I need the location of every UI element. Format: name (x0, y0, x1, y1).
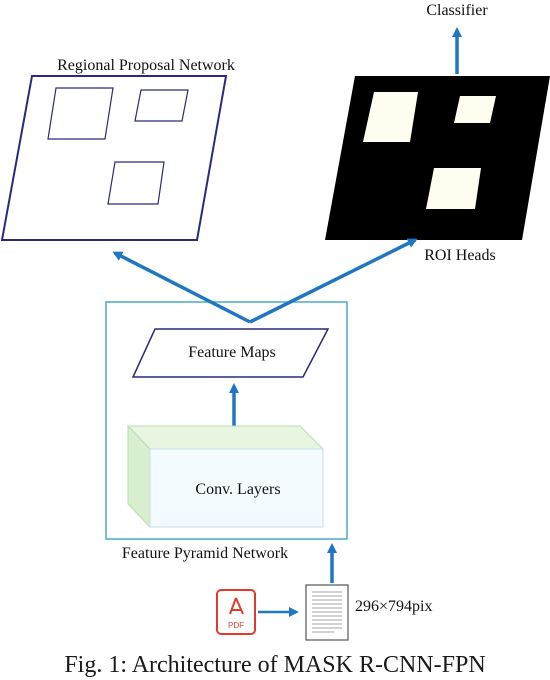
document-icon (305, 584, 349, 641)
conv-front-face (149, 448, 324, 528)
pdf-icon: PDF (216, 589, 256, 635)
conv-layers-block: Conv. Layers (126, 424, 325, 529)
feature-maps-shape (131, 328, 330, 378)
rpn-label: Regional Proposal Network (57, 57, 235, 74)
roi-box (363, 92, 418, 142)
pdf-icon-text: PDF (228, 621, 244, 630)
input-size-label: 296×794pix (355, 598, 432, 615)
feature-maps-label: Feature Maps (188, 344, 276, 361)
arrow-to-rpn (112, 251, 251, 324)
conv-layers-label: Conv. Layers (195, 481, 280, 498)
roi-box (426, 168, 481, 209)
rpn-panel: Regional Proposal Network (0, 57, 235, 241)
rpn-plane (0, 75, 228, 241)
rpn-proposal-box (107, 161, 165, 205)
rpn-proposal-box (134, 89, 189, 122)
figure-caption: Fig. 1: Architecture of MASK R-CNN-FPN (64, 652, 486, 678)
rpn-proposal-box (47, 87, 114, 140)
classifier-label: Classifier (426, 2, 488, 19)
roi-heads-panel: ROI Heads (325, 76, 550, 264)
fpn-label: Feature Pyramid Network (122, 545, 288, 562)
roi-plane (325, 76, 550, 240)
arrow-to-roi-heads (249, 238, 418, 324)
conv-top-face (126, 425, 325, 450)
roi-box (454, 96, 496, 123)
roi-heads-label: ROI Heads (424, 247, 496, 264)
